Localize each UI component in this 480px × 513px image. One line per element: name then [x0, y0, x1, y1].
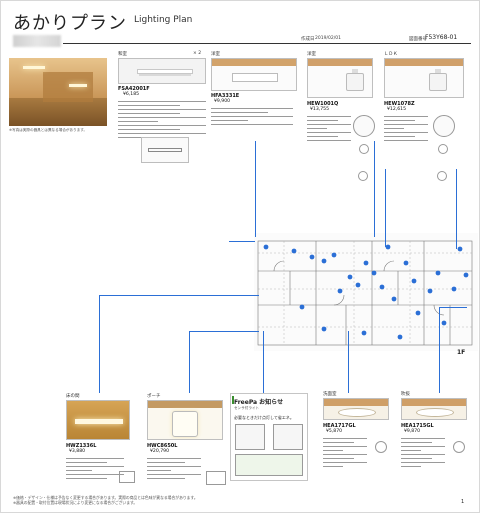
flyer-text: 必要なときだけ点灯して省エネ。 — [234, 415, 294, 420]
product-code: HWZ1336L — [66, 443, 97, 449]
header-rule — [63, 43, 471, 44]
product-price: ¥12,615 — [387, 107, 406, 112]
card-room-label: 洗面室 — [323, 392, 337, 397]
product-code: HEA1717GL — [323, 423, 356, 429]
spec-text-block — [211, 108, 293, 128]
page-title: あかりプラン — [13, 13, 127, 34]
spec-text-block — [66, 458, 124, 482]
connector-line — [99, 295, 100, 393]
spotlight-diagram — [358, 171, 368, 181]
connector-line — [99, 295, 259, 296]
connector-line — [255, 141, 256, 237]
flyer-illustration — [235, 424, 265, 450]
card-room-label: 洋室 — [211, 52, 220, 57]
dimension-diagram — [453, 441, 465, 453]
product-image-fsa — [118, 58, 206, 84]
connector-line — [385, 169, 386, 247]
flyer-subtitle: センサ付ライト — [234, 406, 260, 410]
product-code: HFA3331E — [211, 93, 240, 99]
flyer-illustration — [235, 454, 303, 476]
product-image-hew1001q — [307, 58, 373, 98]
product-price: ¥5,870 — [326, 429, 343, 434]
dimension-diagram — [206, 471, 226, 485]
connector-line — [456, 169, 457, 249]
product-code: HEA1715GL — [401, 423, 434, 429]
footnote-line: ※価格・デザイン・仕様は予告なく変更する場合があります。実際の商品とは色味が異な… — [13, 495, 198, 500]
spotlight-diagram — [353, 115, 375, 137]
footnote-line: ※器具の配置・取付位置は現場状況により変更になる場合がございます。 — [13, 500, 138, 505]
product-code: HEW1001Q — [307, 101, 339, 107]
connector-line — [189, 331, 259, 332]
spotlight-diagram — [438, 144, 448, 154]
photo-caption: ※写真は実際の器具とは異なる場合があります。 — [9, 128, 88, 132]
product-price: ¥13,755 — [310, 107, 329, 112]
product-image-hea1717gl — [323, 398, 389, 420]
connector-line — [189, 331, 190, 393]
floor-label: 1F — [457, 349, 466, 356]
connector-line — [263, 331, 264, 393]
flyer-illustration — [273, 424, 303, 450]
freepa-flyer: FreePa お知らせ センサ付ライト 必要なときだけ点灯して省エネ。 — [230, 393, 308, 481]
card-room-label: 吹抜 — [401, 392, 410, 397]
spec-text-block — [384, 116, 428, 144]
dimension-diagram — [119, 471, 135, 483]
spec-text-block — [323, 438, 367, 470]
blurred-customer-name — [13, 35, 61, 47]
product-code: HWC8650L — [147, 443, 178, 449]
product-price: ¥20,790 — [150, 449, 169, 454]
product-image-hwz1336l — [66, 400, 130, 440]
product-price: ¥3,880 — [69, 449, 86, 454]
product-image-hew1078z — [384, 58, 464, 98]
connector-line — [439, 307, 467, 308]
page-number: 1 — [461, 499, 465, 505]
date-label: 作成日 — [301, 37, 315, 42]
page-subtitle: Lighting Plan — [134, 15, 193, 25]
footnote: ※価格・デザイン・仕様は予告なく変更する場合があります。実際の商品とは色味が異な… — [13, 495, 198, 505]
spec-text-block — [401, 438, 445, 470]
spotlight-diagram — [433, 115, 455, 137]
room-photo — [9, 58, 107, 126]
flyer-badge — [232, 396, 234, 404]
spec-text-block — [118, 101, 206, 141]
spec-text-block — [147, 458, 201, 482]
card-room-label: 洋室 — [307, 52, 316, 57]
plan-no-label: 図面番号 — [409, 37, 427, 42]
card-room-label: ＬＤＫ — [384, 52, 398, 57]
product-price: ¥9,900 — [214, 99, 231, 104]
product-image-hwc8650l — [147, 400, 223, 440]
product-code: HEW1078Z — [384, 101, 415, 107]
card-quantity: × 2 — [193, 51, 202, 56]
flyer-title: FreePa お知らせ — [234, 399, 284, 406]
card-room-label: 和室 — [118, 52, 127, 57]
spotlight-diagram — [359, 144, 369, 154]
card-room-label: 床の間 — [66, 394, 80, 399]
connector-line — [348, 331, 349, 393]
product-price: ¥6,185 — [123, 92, 140, 97]
date-value: 2019/02/01 — [315, 36, 341, 41]
dimension-diagram — [375, 441, 387, 453]
floor-plan-drawing — [254, 233, 478, 351]
dimension-diagram — [141, 137, 189, 163]
connector-line — [374, 141, 375, 237]
connector-line — [439, 307, 440, 393]
card-room-label: ポーチ — [147, 394, 161, 399]
product-image-hfa — [211, 58, 297, 91]
product-price: ¥9,870 — [404, 429, 421, 434]
plan-no-value: F53Y68-01 — [425, 34, 458, 41]
connector-line — [229, 241, 255, 242]
spotlight-diagram — [437, 171, 447, 181]
light-fixture-markers — [263, 244, 469, 340]
product-code: FSA42001F — [118, 86, 150, 92]
spec-text-block — [307, 116, 351, 144]
product-image-hea1715gl — [401, 398, 467, 420]
